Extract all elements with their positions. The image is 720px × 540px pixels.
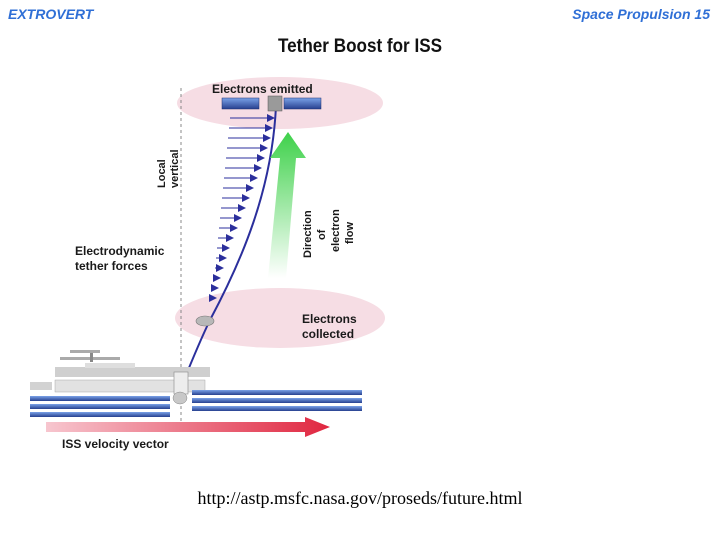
- upper-solar-panel-right: [283, 97, 322, 110]
- tether-line: [179, 105, 277, 391]
- label-vertical: vertical: [169, 149, 181, 188]
- iss-radiator-left: [30, 382, 52, 390]
- source-url: http://astp.msfc.nasa.gov/proseds/future…: [197, 488, 523, 508]
- iss-solar-array-right-2: [192, 398, 362, 403]
- electron-flow-arrow: [268, 132, 306, 278]
- header-right-label: Space Propulsion 15: [572, 6, 710, 22]
- slide-title: Tether Boost for ISS: [277, 36, 443, 57]
- label-tether-forces: tether forces: [75, 259, 148, 273]
- label-direction: Direction: [302, 210, 314, 258]
- iss-truss: [54, 379, 206, 393]
- iss-solar-array-left-1: [30, 396, 170, 401]
- label-electrons: Electrons: [302, 312, 357, 326]
- label-iss-velocity-vector: ISS velocity vector: [62, 437, 169, 451]
- iss-solar-array-right-3: [192, 406, 362, 411]
- upper-end-mass: [267, 95, 283, 112]
- iss-hub: [172, 391, 188, 405]
- header-left-label: EXTROVERT: [8, 6, 94, 22]
- lower-plasma-region: [175, 288, 385, 348]
- tether-diagram: Electrons emitted Local vertical Electro…: [30, 77, 385, 451]
- iss-solar-array-left-3: [30, 412, 170, 417]
- iss-solar-array-left-2: [30, 404, 170, 409]
- iss-node: [173, 371, 189, 395]
- label-local: Local: [156, 159, 168, 188]
- label-electrons-emitted: Electrons emitted: [212, 82, 313, 96]
- iss-station: [30, 350, 362, 417]
- force-arrows: [209, 114, 275, 302]
- label-electron: electron: [330, 209, 342, 252]
- iss-module-upper: [55, 367, 210, 377]
- iss-top-element: [70, 350, 100, 353]
- velocity-vector-arrow: [46, 417, 330, 437]
- iss-mast: [90, 352, 93, 362]
- label-electrodynamic: Electrodynamic: [75, 244, 165, 258]
- iss-solar-array-right-1: [192, 390, 362, 395]
- label-of: of: [316, 229, 328, 240]
- label-collected: collected: [302, 327, 354, 341]
- label-flow: flow: [344, 222, 356, 244]
- upper-solar-panel-left: [221, 97, 260, 110]
- iss-module-top: [85, 363, 135, 368]
- electron-collector: [195, 315, 215, 327]
